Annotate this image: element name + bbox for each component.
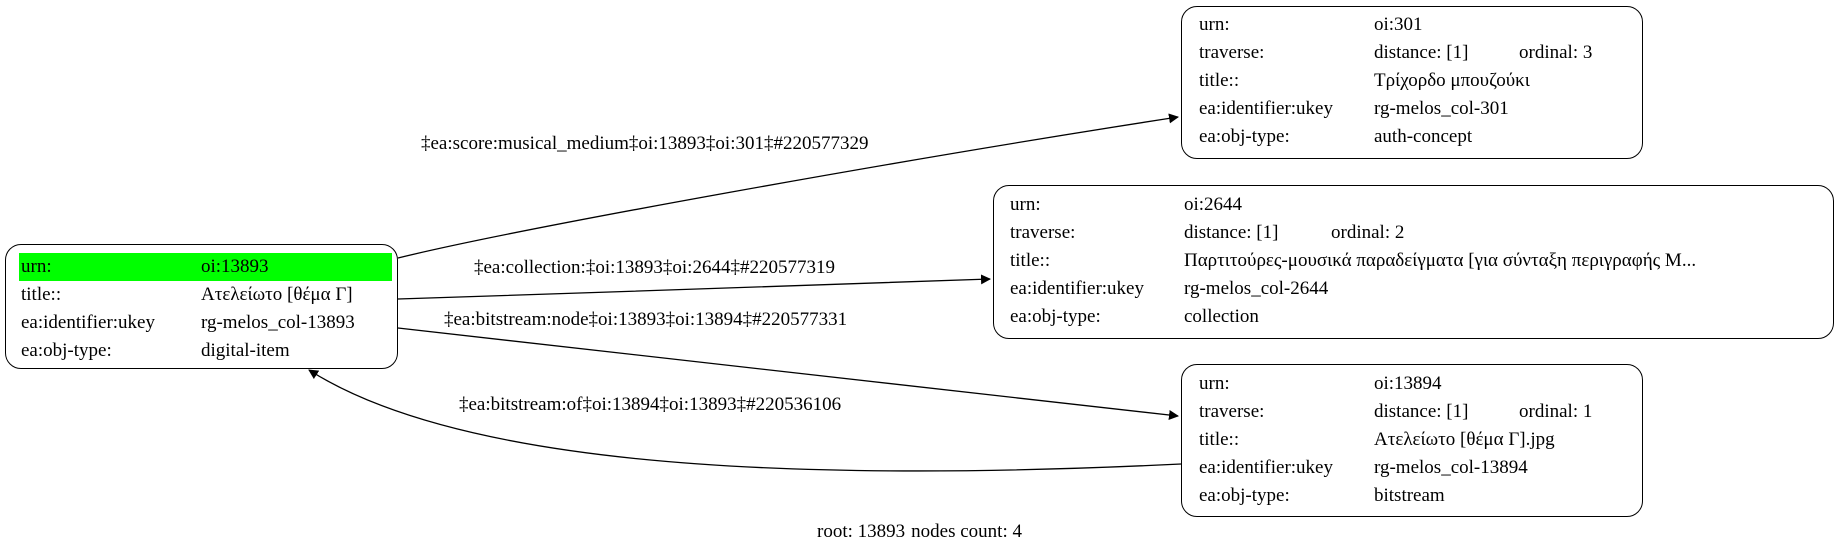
row-value: Ατελείωτο [θέμα Γ] xyxy=(201,284,353,305)
row-value: rg-melos_col-13893 xyxy=(201,312,355,333)
node-row: ea:identifier:ukey rg-melos_col-301 xyxy=(1182,95,1642,123)
row-value: Ατελείωτο [θέμα Γ].jpg xyxy=(1374,429,1555,450)
row-value: collection xyxy=(1184,306,1259,327)
node-row: traverse: distance: [1] ordinal: 2 xyxy=(994,219,1833,247)
row-key: ea:obj-type: xyxy=(21,340,112,361)
row-value: oi:13893 xyxy=(198,253,392,281)
row-value: Παρτιτούρες-μουσικά παραδείγματα [για σύ… xyxy=(1184,250,1697,271)
node-row: traverse: distance: [1] ordinal: 1 xyxy=(1182,398,1642,426)
footer-nodes-count: nodes count: 4 xyxy=(911,521,1022,542)
node-301[interactable]: urn: oi:301 traverse: distance: [1] ordi… xyxy=(1181,6,1643,159)
node-row: ea:identifier:ukey rg-melos_col-2644 xyxy=(994,275,1833,303)
row-key: ea:obj-type: xyxy=(1199,126,1290,147)
row-key: title:: xyxy=(1010,250,1051,271)
edge-musical-medium xyxy=(397,113,1179,259)
node-row: title:: Ατελείωτο [θέμα Γ] xyxy=(6,281,397,309)
row-value: oi:13894 xyxy=(1374,373,1442,394)
node-row: ea:obj-type: auth-concept xyxy=(1182,123,1642,151)
row-value: distance: [1] xyxy=(1374,42,1469,63)
row-key: urn: xyxy=(1199,14,1230,35)
footer-root: root: 13893 xyxy=(817,521,906,542)
edge-label-bitstream-node: ‡ea:bitstream:node‡oi:13893‡oi:13894‡#22… xyxy=(444,309,848,330)
node-13893[interactable]: urn: oi:13893 title:: Ατελείωτο [θέμα Γ]… xyxy=(5,244,398,369)
row-value: oi:301 xyxy=(1374,14,1423,35)
row-key: title:: xyxy=(21,284,62,305)
row-value: oi:2644 xyxy=(1184,194,1243,215)
row-value: rg-melos_col-2644 xyxy=(1184,278,1329,299)
row-value: distance: [1] xyxy=(1184,222,1279,243)
node-row: urn: oi:13893 xyxy=(6,253,397,281)
row-value: distance: [1] xyxy=(1374,401,1469,422)
row-key: urn: xyxy=(1199,373,1230,394)
row-key: traverse: xyxy=(1199,42,1265,63)
row-value-ordinal: ordinal: 1 xyxy=(1519,401,1593,422)
row-value: bitstream xyxy=(1374,485,1445,506)
node-13894[interactable]: urn: oi:13894 traverse: distance: [1] or… xyxy=(1181,364,1643,517)
row-key: ea:identifier:ukey xyxy=(1199,98,1333,119)
row-key: ea:obj-type: xyxy=(1199,485,1290,506)
edge-collection xyxy=(397,274,991,300)
row-value: Τρίχορδο μπουζούκι xyxy=(1374,70,1530,91)
node-row: urn: oi:301 xyxy=(1182,11,1642,39)
node-2644[interactable]: urn: oi:2644 traverse: distance: [1] ord… xyxy=(993,185,1834,339)
node-row: ea:identifier:ukey rg-melos_col-13894 xyxy=(1182,454,1642,482)
node-row: ea:obj-type: bitstream xyxy=(1182,482,1642,510)
node-row: ea:identifier:ukey rg-melos_col-13893 xyxy=(6,309,397,337)
node-row: ea:obj-type: digital-item xyxy=(6,337,397,365)
row-value: rg-melos_col-301 xyxy=(1374,98,1509,119)
node-row: urn: oi:13894 xyxy=(1182,370,1642,398)
node-row: ea:obj-type: collection xyxy=(994,303,1833,331)
row-value: digital-item xyxy=(201,340,290,361)
edge-label-bitstream-of: ‡ea:bitstream:of‡oi:13894‡oi:13893‡#2205… xyxy=(459,394,842,415)
edge-bitstream-node xyxy=(397,327,1179,420)
row-key: title:: xyxy=(1199,429,1240,450)
row-key: urn: xyxy=(1010,194,1041,215)
node-row: traverse: distance: [1] ordinal: 3 xyxy=(1182,39,1642,67)
node-row: title:: Παρτιτούρες-μουσικά παραδείγματα… xyxy=(994,247,1833,275)
row-key: traverse: xyxy=(1199,401,1265,422)
row-key: title:: xyxy=(1199,70,1240,91)
row-key: ea:obj-type: xyxy=(1010,306,1101,327)
node-row: title:: Ατελείωτο [θέμα Γ].jpg xyxy=(1182,426,1642,454)
row-key: urn: xyxy=(19,253,198,281)
row-value-ordinal: ordinal: 3 xyxy=(1519,42,1593,63)
row-value-ordinal: ordinal: 2 xyxy=(1331,222,1405,243)
edge-label-musical-medium: ‡ea:score:musical_medium‡oi:13893‡oi:301… xyxy=(421,133,869,154)
row-value: auth-concept xyxy=(1374,126,1473,147)
node-row: title:: Τρίχορδο μπουζούκι xyxy=(1182,67,1642,95)
node-row: urn: oi:2644 xyxy=(994,191,1833,219)
row-value: rg-melos_col-13894 xyxy=(1374,457,1528,478)
row-key: traverse: xyxy=(1010,222,1076,243)
row-key: ea:identifier:ukey xyxy=(21,312,155,333)
edge-bitstream-of xyxy=(308,369,1182,472)
edge-label-collection: ‡ea:collection:‡oi:13893‡oi:2644‡#220577… xyxy=(474,257,835,278)
row-key: ea:identifier:ukey xyxy=(1199,457,1333,478)
row-key: ea:identifier:ukey xyxy=(1010,278,1144,299)
